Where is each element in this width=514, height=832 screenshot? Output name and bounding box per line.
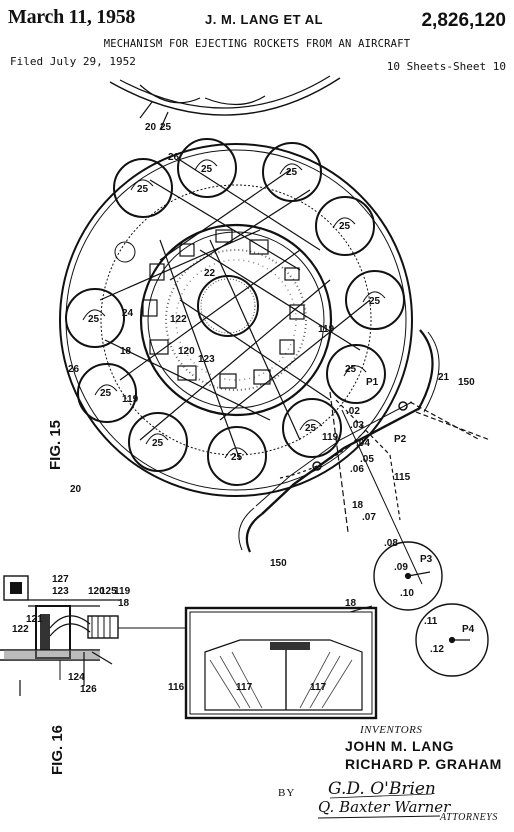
label-18-magazine: 18	[345, 598, 357, 609]
attorney-signature-1: G.D. O'Brien	[328, 779, 436, 799]
attorney-signature-2: Q. Baxter Warner	[318, 798, 451, 816]
label-tube-25: 25	[137, 184, 149, 195]
inventor-name-2: RICHARD P. GRAHAM	[345, 756, 502, 772]
label-tube-25: 25	[339, 221, 351, 232]
label-tube-25: 25	[231, 452, 243, 463]
fig16-label: FIG. 16	[49, 725, 66, 775]
label-122-fig16: 122	[12, 624, 29, 635]
label-tube-25: 25	[286, 167, 298, 178]
filed-date: Filed July 29, 1952	[10, 55, 136, 68]
label-p3: P3	[420, 554, 433, 565]
label-p4: P4	[462, 624, 475, 635]
label-s04: .04	[356, 438, 370, 449]
label-20: 20	[70, 484, 82, 495]
inventors-heading: INVENTORS	[360, 724, 423, 736]
label-tube-25-top: 25	[160, 122, 172, 133]
label-115: 115	[394, 472, 411, 483]
label-119-fig16: 119	[114, 586, 131, 597]
label-18-lower: 18	[352, 500, 364, 511]
label-127: 127	[52, 574, 69, 585]
inventor-name-1: JOHN M. LANG	[345, 738, 455, 754]
inventor-line: J. M. LANG ET AL	[205, 12, 324, 27]
attorneys-heading: ATTORNEYS	[440, 812, 498, 823]
label-125: 125	[100, 586, 117, 597]
label-21: 21	[438, 372, 450, 383]
label-18: 18	[120, 346, 132, 357]
fig15-label: FIG. 15	[47, 420, 64, 470]
label-s12: .12	[430, 644, 444, 655]
label-116: 116	[168, 682, 185, 693]
label-123: 123	[198, 354, 215, 365]
label-121: 121	[26, 614, 43, 625]
label-150: 150	[458, 377, 475, 388]
label-120-fig16: 120	[88, 586, 105, 597]
label-tube-25: 25	[100, 388, 112, 399]
patent-date: March 11, 1958	[8, 6, 136, 28]
label-s08: .08	[384, 538, 398, 549]
label-124: 124	[68, 672, 85, 683]
label-tube-25: 25	[369, 296, 381, 307]
label-s03: .03	[350, 420, 364, 431]
label-20: 20	[145, 122, 157, 133]
by-label: BY	[278, 787, 296, 799]
label-s07: .07	[362, 512, 376, 523]
fig16-drawing	[0, 575, 378, 720]
patent-number: 2,826,120	[421, 10, 506, 31]
label-s11: .11	[424, 616, 438, 627]
label-123-fig16: 123	[52, 586, 69, 597]
patent-title: MECHANISM FOR EJECTING ROCKETS FROM AN A…	[103, 38, 411, 50]
label-117: 117	[236, 682, 253, 693]
label-tube-25: 25	[152, 438, 164, 449]
label-tube-25: 25	[345, 364, 357, 375]
fig15-drawing	[59, 75, 491, 677]
label-tube-25: 25	[201, 164, 213, 175]
label-s05: .05	[360, 454, 374, 465]
label-s10: .10	[400, 588, 414, 599]
label-s09: .09	[394, 562, 408, 573]
label-hub-22: 22	[204, 268, 216, 279]
label-120: 120	[178, 346, 195, 357]
label-150: 150	[270, 558, 287, 569]
label-plate-122: 122	[170, 314, 187, 325]
label-126: 126	[80, 684, 97, 695]
label-24: 24	[122, 308, 134, 319]
label-p2: P2	[394, 434, 407, 445]
label-tube-25: 25	[305, 423, 317, 434]
label-26: 26	[168, 152, 180, 163]
label-p1: P1	[366, 377, 379, 388]
sheet-count: 10 Sheets-Sheet 10	[386, 60, 506, 73]
label-119: 119	[122, 394, 139, 405]
label-118: 18	[118, 598, 130, 609]
label-119: 119	[322, 432, 339, 443]
label-s02: .02	[346, 406, 360, 417]
label-119: 119	[318, 324, 335, 335]
label-s06: .06	[350, 464, 364, 475]
label-117: 117	[310, 682, 327, 693]
label-tube-25: 25	[88, 314, 100, 325]
label-26: 26	[68, 364, 80, 375]
